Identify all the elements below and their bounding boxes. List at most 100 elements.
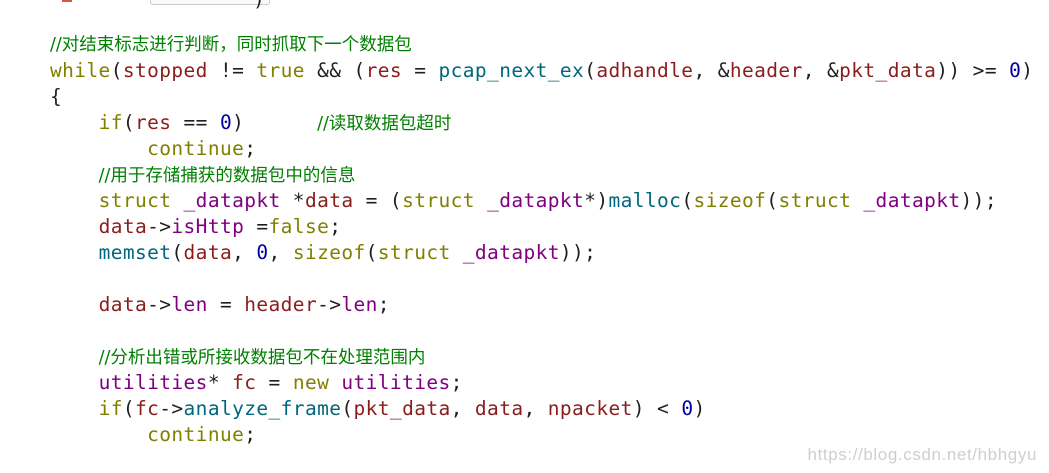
code-token-keyword: new bbox=[292, 371, 330, 394]
code-token-plain: )) >= bbox=[936, 59, 1010, 82]
code-token-plain: -> bbox=[317, 293, 342, 316]
code-token-plain bbox=[50, 163, 99, 186]
code-token-plain: == bbox=[171, 111, 220, 134]
code-token-plain: *) bbox=[584, 189, 609, 212]
code-token-function: memset bbox=[98, 241, 172, 264]
code-token-variable: res bbox=[365, 59, 403, 82]
code-token-variable: pkt_data bbox=[353, 397, 451, 420]
code-token-keyword: if bbox=[98, 397, 123, 420]
code-token-plain bbox=[50, 397, 99, 420]
code-token-variable: data bbox=[474, 397, 524, 420]
code-token-plain: , & bbox=[802, 59, 840, 82]
code-token-keyword: continue bbox=[147, 137, 245, 160]
code-token-plain: ; bbox=[450, 371, 463, 394]
code-token-variable: data bbox=[183, 241, 233, 264]
code-token-plain bbox=[50, 345, 99, 368]
code-token-plain bbox=[451, 241, 463, 264]
code-line[interactable]: data->isHttp =false; bbox=[50, 214, 341, 240]
code-line[interactable]: while(stopped != true && (res = pcap_nex… bbox=[50, 58, 1033, 84]
code-token-keyword: while bbox=[50, 59, 111, 82]
code-token-plain bbox=[50, 293, 99, 316]
code-token-plain: )); bbox=[559, 241, 597, 264]
code-token-comment: //读取数据包超时 bbox=[317, 114, 452, 134]
code-line[interactable]: if(res == 0) //读取数据包超时 bbox=[50, 110, 452, 136]
code-token-keyword: continue bbox=[147, 423, 245, 446]
code-token-keyword: struct bbox=[402, 189, 475, 212]
code-token-comment: //用于存储捕获的数据包中的信息 bbox=[98, 166, 356, 186]
code-line[interactable]: struct _datapkt *data = (struct _datapkt… bbox=[50, 188, 997, 214]
cutoff-underline-mark bbox=[62, 0, 72, 2]
code-token-plain: ( bbox=[584, 59, 597, 82]
code-token-keyword: true bbox=[256, 59, 305, 82]
code-token-plain: ( bbox=[171, 241, 184, 264]
code-token-keyword: struct bbox=[98, 189, 172, 212]
code-token-plain: , bbox=[232, 241, 257, 264]
code-token-variable: pkt_data bbox=[839, 59, 937, 82]
code-line[interactable]: //分析出错或所接收数据包不在处理范围内 bbox=[50, 344, 426, 370]
code-token-type: utilities bbox=[341, 371, 451, 394]
code-token-function: analyze_frame bbox=[183, 397, 342, 420]
code-token-plain: , & bbox=[693, 59, 730, 82]
code-token-plain: * bbox=[280, 189, 305, 212]
code-line[interactable]: data->len = header->len; bbox=[50, 292, 390, 318]
code-line[interactable]: if(fc->analyze_frame(pkt_data, data, npa… bbox=[50, 396, 706, 422]
code-line[interactable]: continue; bbox=[50, 136, 256, 162]
code-token-plain: ( bbox=[110, 59, 123, 82]
code-token-variable: adhandle bbox=[596, 59, 694, 82]
code-token-number: 0 bbox=[256, 241, 269, 264]
cutoff-code-fragment bbox=[150, 0, 270, 5]
code-token-number: 0 bbox=[681, 397, 694, 420]
code-token-plain bbox=[50, 189, 99, 212]
code-token-comment: //对结束标志进行判断，同时抓取下一个数据包 bbox=[50, 35, 412, 55]
code-token-plain bbox=[50, 111, 99, 134]
code-line[interactable]: utilities* fc = new utilities; bbox=[50, 370, 463, 396]
code-token-keyword: false bbox=[268, 215, 330, 238]
blog-watermark: https://blog.csdn.net/hbhgyu bbox=[807, 445, 1037, 464]
code-token-variable: header bbox=[729, 59, 803, 82]
code-token-variable: fc bbox=[134, 397, 160, 420]
code-token-keyword: sizeof bbox=[693, 189, 767, 212]
code-token-plain: ( bbox=[365, 241, 378, 264]
code-token-number: 0 bbox=[219, 111, 233, 134]
code-line[interactable]: //用于存储捕获的数据包中的信息 bbox=[50, 162, 356, 188]
code-token-type: utilities bbox=[98, 371, 208, 394]
code-token-plain: ( bbox=[122, 111, 135, 134]
code-token-plain: ) bbox=[693, 397, 706, 420]
code-token-plain bbox=[329, 371, 341, 394]
code-token-plain bbox=[50, 241, 99, 264]
code-line[interactable]: continue; bbox=[50, 422, 256, 448]
code-token-variable: stopped bbox=[122, 59, 208, 82]
code-token-plain: { bbox=[50, 85, 63, 108]
code-token-plain bbox=[50, 137, 147, 160]
code-token-plain bbox=[50, 215, 99, 238]
code-token-plain: = bbox=[402, 59, 439, 82]
code-token-plain bbox=[50, 423, 147, 446]
code-token-plain: ( bbox=[766, 189, 779, 212]
code-token-plain: ) < bbox=[632, 397, 682, 420]
code-token-plain: ) bbox=[232, 111, 318, 134]
code-token-plain: ; bbox=[377, 293, 390, 316]
code-token-plain: = bbox=[244, 215, 269, 238]
code-line[interactable]: //对结束标志进行判断，同时抓取下一个数据包 bbox=[50, 32, 412, 58]
code-token-comment: //分析出错或所接收数据包不在处理范围内 bbox=[98, 348, 426, 368]
code-token-plain: ; bbox=[244, 137, 257, 160]
code-token-variable: fc bbox=[232, 371, 257, 394]
code-line[interactable]: { bbox=[50, 84, 62, 110]
code-token-plain bbox=[851, 189, 863, 212]
code-token-plain: , bbox=[523, 397, 548, 420]
code-line[interactable]: memset(data, 0, sizeof(struct _datapkt))… bbox=[50, 240, 596, 266]
code-token-type: _datapkt bbox=[487, 189, 585, 212]
code-token-type: _datapkt bbox=[183, 189, 281, 212]
code-token-plain bbox=[50, 371, 99, 394]
code-token-function: malloc bbox=[608, 189, 682, 212]
code-token-keyword: sizeof bbox=[292, 241, 366, 264]
code-token-keyword: struct bbox=[377, 241, 451, 264]
code-token-type: _datapkt bbox=[863, 189, 961, 212]
code-token-type: isHttp bbox=[171, 215, 245, 238]
code-token-function: pcap_next_ex bbox=[438, 59, 585, 82]
code-token-plain: )); bbox=[960, 189, 997, 212]
code-token-keyword: struct bbox=[778, 189, 852, 212]
code-token-plain: -> bbox=[147, 293, 172, 316]
code-token-plain: ; bbox=[244, 423, 257, 446]
